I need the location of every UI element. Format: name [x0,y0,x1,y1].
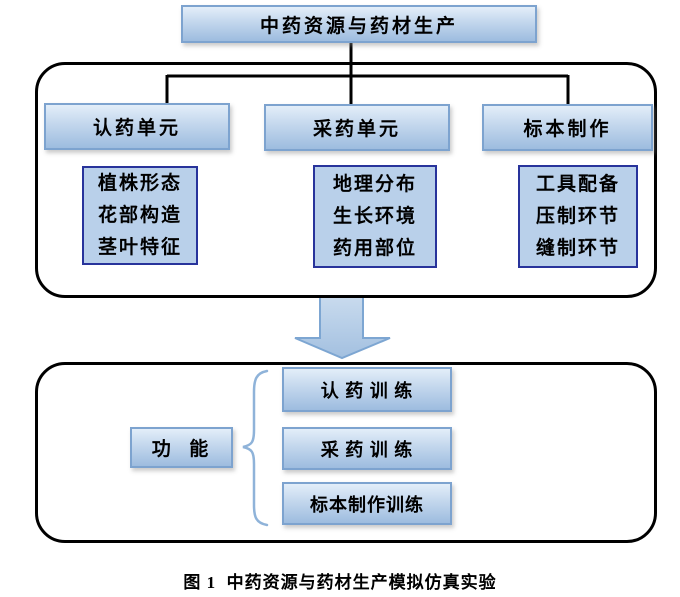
unit-header-renyao: 认药单元 [44,103,230,150]
units-container [35,62,657,298]
detail-box-renyao: 植株形态 花部构造 茎叶特征 [82,166,198,265]
unit-header-caiyao: 采药单元 [264,104,450,151]
unit-header-biaoben: 标本制作 [482,104,653,151]
detail-item: 地理分布 [332,173,417,195]
training-box-renyao: 认 药 训 练 [282,367,452,412]
detail-box-biaoben: 工具配备 压制环节 缝制环节 [518,165,638,268]
detail-item: 工具配备 [535,173,620,195]
detail-item: 茎叶特征 [97,236,182,258]
detail-item: 药用部位 [332,237,417,259]
unit-header-label: 认药单元 [92,118,181,139]
detail-box-caiyao: 地理分布 生长环境 药用部位 [313,165,437,268]
training-box-biaoben: 标本制作训练 [282,482,452,525]
brace [242,369,269,527]
detail-item: 植株形态 [97,172,182,194]
detail-item: 花部构造 [97,204,182,226]
figure-caption: 图 1 中药资源与药材生产模拟仿真实验 [183,573,497,592]
unit-header-label: 标本制作 [523,119,612,140]
functions-container [35,362,657,543]
function-label: 功 能 [151,439,212,460]
training-label: 标本制作训练 [310,494,424,515]
training-label: 采 药 训 练 [320,439,414,460]
training-label: 认 药 训 练 [320,380,414,401]
detail-item: 生长环境 [332,205,417,227]
page-title: 中药资源与药材生产 [259,15,458,37]
function-label-box: 功 能 [130,427,233,468]
training-box-caiyao: 采 药 训 练 [282,427,452,470]
down-arrow [294,295,391,360]
page-title-box: 中药资源与药材生产 [181,5,537,43]
detail-item: 缝制环节 [535,237,620,259]
unit-header-label: 采药单元 [312,119,401,140]
detail-item: 压制环节 [535,205,620,227]
